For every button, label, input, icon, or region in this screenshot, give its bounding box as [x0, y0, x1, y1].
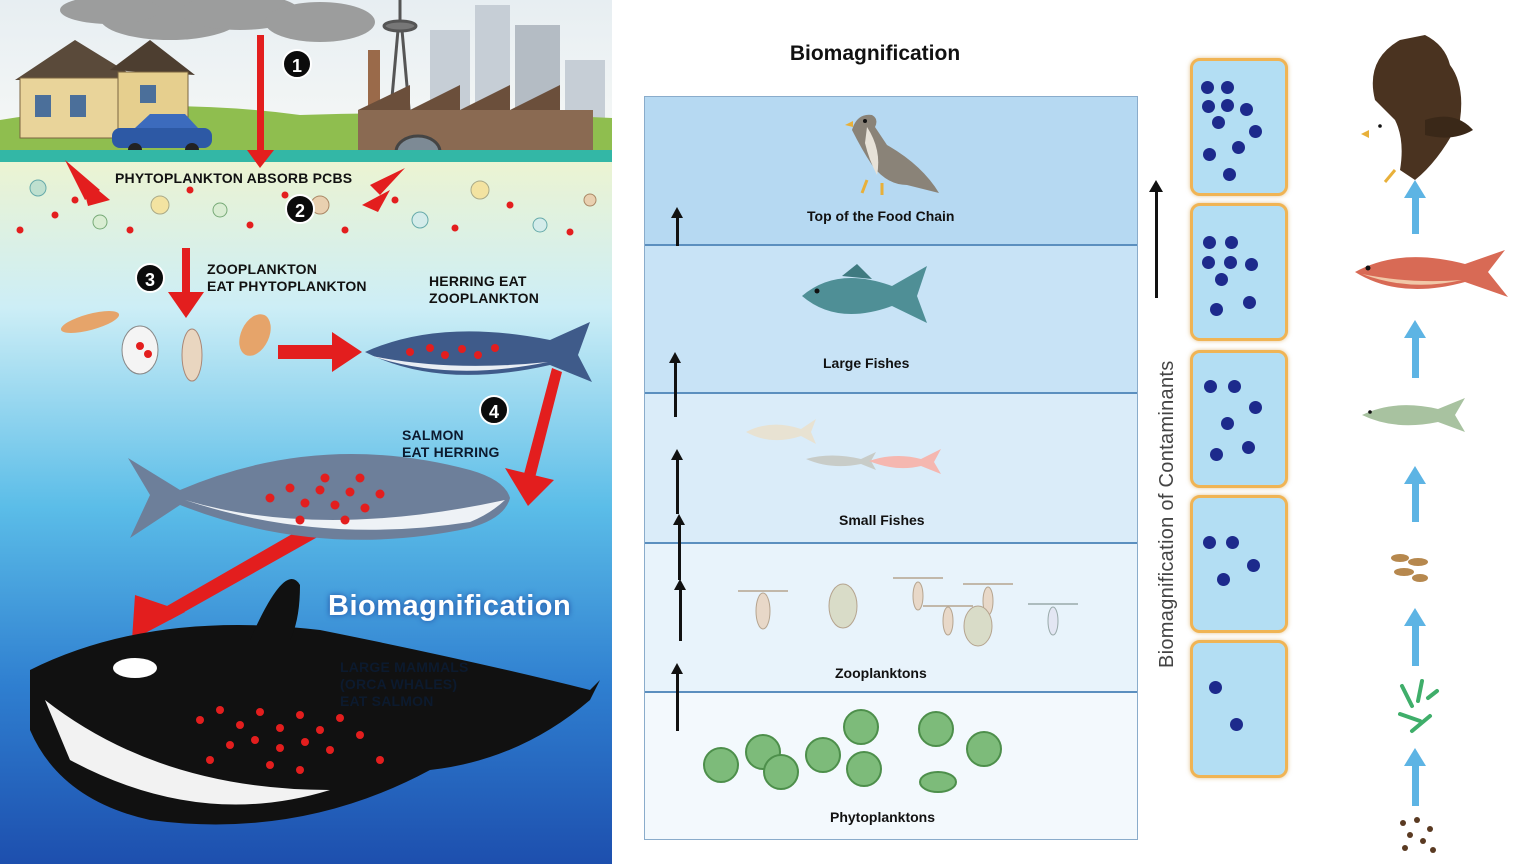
chain-up-arrow-3	[1404, 466, 1426, 522]
orca-icon	[30, 579, 600, 825]
contaminant-cell-4	[1190, 495, 1288, 633]
contaminant-cell-3	[1190, 350, 1288, 488]
contaminant-dot	[1243, 296, 1256, 309]
contaminant-dot	[1232, 141, 1245, 154]
zooplankton-group	[60, 311, 271, 382]
chain-up-arrow-2	[1404, 320, 1426, 378]
contaminant-dot	[1215, 273, 1228, 286]
left-illustration-panel: 1 2 3 4 PHYTOPLANKTON ABSORB PCBs ZOOPLA…	[0, 0, 612, 864]
tier-small-fishes: Small Fishes	[645, 394, 1137, 544]
caption-salmon: SALMON EAT HERRING	[402, 427, 500, 460]
tier-up-arrow-2b	[674, 579, 686, 641]
axis-label: Biomagnification of Contaminants	[1156, 360, 1178, 668]
contaminant-dot	[1203, 536, 1216, 549]
axis-up-arrow	[1149, 180, 1163, 298]
contaminant-cell-2	[1190, 203, 1288, 341]
particles-icon	[1400, 817, 1436, 853]
eagle-icon	[1361, 35, 1473, 183]
contaminant-dot	[1204, 380, 1217, 393]
tier-label-zooplanktons: Zooplanktons	[835, 665, 927, 681]
caption-zooplankton: ZOOPLANKTON EAT PHYTOPLANKTON	[207, 261, 367, 294]
contaminant-dot	[1249, 401, 1262, 414]
flow-arrows	[65, 35, 562, 640]
zooplankton-icon	[738, 577, 1078, 647]
contaminant-dot	[1247, 559, 1260, 572]
contaminant-dot	[1221, 99, 1234, 112]
caption-orca: LARGE MAMMALS (ORCA WHALES) EAT SALMON	[340, 659, 469, 709]
small-fish-icon	[1362, 398, 1465, 432]
salmon-icon	[128, 454, 510, 540]
tier-label-phytoplanktons: Phytoplanktons	[830, 809, 936, 825]
chain-up-arrow-4	[1404, 608, 1426, 666]
contaminant-dot	[1225, 236, 1238, 249]
chain-up-arrow-5	[1404, 748, 1426, 806]
trophic-tiers: Top of the Food Chain Large Fishes Small…	[644, 96, 1138, 840]
herring-icon	[365, 322, 592, 382]
step-1-badge: 1	[282, 49, 312, 79]
contaminant-dot	[1240, 103, 1253, 116]
contaminant-dot	[1230, 718, 1243, 731]
zooplankton-icon	[1391, 554, 1428, 582]
chain-up-arrow-1	[1404, 180, 1426, 234]
tier-up-arrow-2	[671, 449, 683, 514]
tier-top-of-food-chain: Top of the Food Chain	[645, 97, 1137, 269]
phytoplankton-band	[16, 179, 597, 236]
tier-zooplanktons: Zooplanktons	[645, 514, 1137, 693]
tier-label-small-fishes: Small Fishes	[839, 512, 925, 528]
contaminant-dot	[1210, 303, 1223, 316]
tier-large-fishes: Large Fishes	[645, 246, 1137, 394]
pollution-food-chain-scene	[0, 0, 612, 864]
phytoplankton-icon	[1398, 679, 1439, 733]
contaminant-dot	[1249, 125, 1262, 138]
tier-label-large-fishes: Large Fishes	[823, 355, 910, 371]
large-fish-icon	[802, 264, 927, 323]
house-icon	[15, 40, 195, 139]
contaminant-dot	[1242, 441, 1255, 454]
contaminant-cell-5	[1190, 640, 1288, 778]
contaminant-dot	[1212, 116, 1225, 129]
step-2-badge: 2	[285, 194, 315, 224]
tier-phytoplanktons: Phytoplanktons	[645, 663, 1137, 839]
small-fishes-icon	[746, 419, 941, 474]
step-3-badge: 3	[135, 263, 165, 293]
caption-herring: HERRING EAT ZOOPLANKTON	[429, 273, 540, 306]
caption-phytoplankton: PHYTOPLANKTON ABSORB PCBs	[115, 170, 353, 186]
contaminant-dot	[1224, 256, 1237, 269]
contaminant-dot	[1221, 81, 1234, 94]
contaminant-dot	[1202, 256, 1215, 269]
tier-up-arrow-1b	[669, 352, 681, 417]
contaminant-dot	[1203, 148, 1216, 161]
falcon-icon	[845, 114, 939, 195]
tier-up-arrow-1	[671, 207, 683, 269]
contaminant-dot	[1201, 81, 1214, 94]
contaminant-dot	[1245, 258, 1258, 271]
contaminant-dot	[1209, 681, 1222, 694]
step-4-badge: 4	[479, 395, 509, 425]
contaminant-dot	[1221, 417, 1234, 430]
contaminant-dot	[1202, 100, 1215, 113]
contaminant-dot	[1210, 448, 1223, 461]
contaminant-cell-1	[1190, 58, 1288, 196]
large-fish-icon	[1355, 250, 1508, 297]
phytoplankton-icon	[703, 709, 1002, 793]
contaminant-dot	[1217, 573, 1230, 586]
middle-panel-title: Biomagnification	[789, 42, 961, 65]
contaminant-dot	[1228, 380, 1241, 393]
contaminant-dot	[1203, 236, 1216, 249]
tier-label-top-of-food-chain: Top of the Food Chain	[807, 208, 955, 224]
left-panel-title: Biomagnification	[328, 590, 572, 622]
contaminant-dot	[1226, 536, 1239, 549]
contaminant-dot	[1223, 168, 1236, 181]
smoke-clouds	[60, 0, 375, 42]
tier-up-arrow-3	[673, 514, 685, 580]
tier-up-arrow-4	[671, 663, 683, 731]
